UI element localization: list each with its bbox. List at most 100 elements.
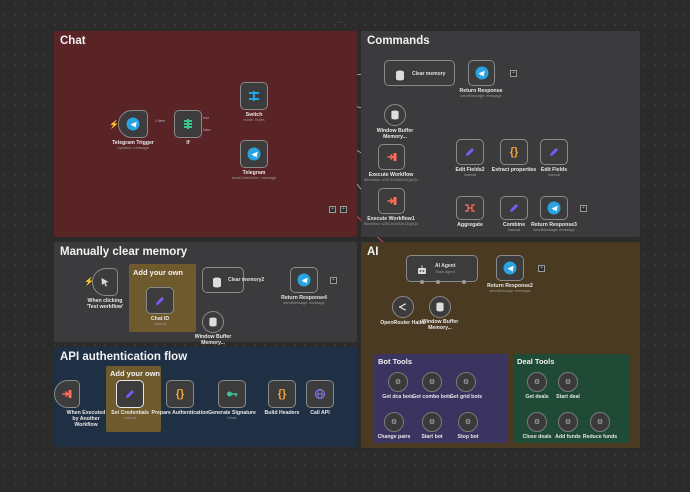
aggregate-icon — [464, 203, 476, 213]
node-label: When clicking 'Test workflow' — [86, 298, 124, 310]
edit-fields2-node[interactable] — [456, 139, 484, 165]
node-subtitle: Workflow: s2SChGs5ZeJZgAQc — [363, 222, 419, 226]
tool-label: Get combo bots — [412, 394, 452, 400]
return-response3-node[interactable] — [540, 196, 568, 220]
node-label: AI Agent — [435, 263, 456, 269]
node-label: Window Buffer Memory... — [194, 334, 232, 346]
node-label: Build Headers — [264, 410, 300, 416]
tool-icon: ⚙ — [564, 419, 572, 426]
tool-node[interactable]: ⚙ — [558, 412, 578, 432]
node-label: Edit Fields2 — [455, 167, 485, 173]
item-count: 1 item — [154, 119, 166, 123]
code-braces-icon: {} — [175, 388, 185, 400]
execute-workflow-icon — [386, 196, 397, 206]
tool-node[interactable]: ⚙ — [527, 372, 547, 392]
node-label: OpenRouter Haiku — [380, 320, 426, 326]
add-node-button[interactable]: + — [340, 206, 347, 213]
execute-workflow1-node[interactable] — [378, 188, 405, 214]
tool-node[interactable]: ⚙ — [384, 412, 404, 432]
extract-properties-node[interactable]: {} — [500, 139, 528, 165]
node-subtitle: sendMessage: message — [489, 289, 531, 293]
connector-dot[interactable] — [462, 280, 466, 284]
clear-memory2-node[interactable] — [202, 267, 244, 293]
node-label: Combine — [502, 222, 526, 228]
ai-agent-node[interactable]: AI Agent Tools Agent — [406, 255, 478, 282]
add-node-button[interactable]: + — [330, 277, 337, 284]
add-node-button[interactable]: + — [329, 206, 336, 213]
node-subtitle: Tools Agent — [435, 270, 455, 274]
connector-dot[interactable] — [436, 280, 440, 284]
tool-icon: ⚙ — [564, 379, 572, 386]
database-icon — [209, 317, 218, 327]
execute-workflow-icon — [386, 152, 397, 162]
node-label: Prepare Authentication — [151, 410, 209, 416]
tool-node[interactable]: ⚙ — [456, 372, 476, 392]
tool-node[interactable]: ⚙ — [388, 372, 408, 392]
top-toolbar-dots[interactable]: ▫ ▫ — [338, 20, 343, 26]
tool-node[interactable]: ⚙ — [527, 412, 547, 432]
node-subtitle: sendChatAction: message — [231, 176, 277, 180]
tool-icon: ⚙ — [462, 379, 470, 386]
tool-icon: ⚙ — [394, 379, 402, 386]
globe-icon — [315, 389, 326, 400]
node-subtitle: manual — [153, 322, 167, 326]
add-node-button[interactable]: + — [510, 70, 517, 77]
tool-node[interactable]: ⚙ — [422, 412, 442, 432]
return-response-node[interactable] — [468, 60, 495, 86]
add-node-button[interactable]: + — [580, 205, 587, 212]
window-buffer-memory3-node[interactable] — [429, 296, 451, 318]
tool-node[interactable]: ⚙ — [422, 372, 442, 392]
chat-id-node[interactable] — [146, 287, 174, 314]
sticky-title: Add your own — [133, 268, 183, 277]
tool-node[interactable]: ⚙ — [558, 372, 578, 392]
pencil-icon — [509, 203, 519, 213]
build-headers-node[interactable]: {} — [268, 380, 296, 408]
tool-icon: ⚙ — [390, 419, 398, 426]
window-buffer-memory2-node[interactable] — [202, 311, 224, 333]
telegram-icon — [126, 117, 140, 131]
aggregate-node[interactable] — [456, 196, 484, 220]
window-buffer-memory-node[interactable] — [384, 104, 406, 126]
telegram-icon — [503, 261, 517, 275]
trigger-bolt-icon: ⚡ — [84, 277, 94, 286]
tool-node[interactable]: ⚙ — [458, 412, 478, 432]
call-api-node[interactable] — [306, 380, 334, 408]
node-label: Extract properties — [491, 167, 537, 173]
pencil-icon — [465, 147, 475, 157]
node-subtitle: sendMessage: message — [283, 301, 325, 305]
return-response4-node[interactable] — [290, 267, 318, 293]
openrouter-node[interactable] — [392, 296, 414, 318]
clear-memory-node[interactable]: Clear memory — [384, 60, 455, 86]
tool-label: Change pairs — [377, 434, 411, 440]
if-icon — [182, 118, 194, 130]
telegram-trigger-node[interactable] — [118, 110, 148, 138]
node-label: Aggregate — [457, 222, 483, 228]
group-title: Commands — [367, 35, 430, 47]
connector-dot[interactable] — [420, 280, 424, 284]
node-label: When Executed by Another Workflow — [66, 410, 106, 428]
database-icon — [391, 110, 400, 120]
node-label: Return Response2 — [487, 283, 533, 289]
prepare-auth-node[interactable]: {} — [166, 380, 194, 408]
robot-icon — [416, 263, 428, 281]
exec-by-workflow-node[interactable] — [54, 380, 80, 408]
node-label: Clear memory — [412, 71, 446, 77]
generate-signature-node[interactable] — [218, 380, 246, 408]
node-subtitle: manual — [123, 416, 137, 420]
group-title: Manually clear memory — [60, 246, 188, 258]
edit-fields-node[interactable] — [540, 139, 568, 165]
switch-node[interactable] — [240, 82, 268, 110]
manual-trigger-node[interactable] — [92, 268, 118, 296]
tool-node[interactable]: ⚙ — [590, 412, 610, 432]
if-node[interactable] — [174, 110, 202, 138]
group-title: AI — [367, 246, 379, 258]
combine-node[interactable] — [500, 196, 528, 220]
trigger-bolt-icon: ⚡ — [109, 120, 119, 129]
add-node-button[interactable]: + — [538, 265, 545, 272]
set-credentials-node[interactable] — [116, 380, 144, 408]
execute-workflow-node[interactable] — [378, 144, 405, 170]
telegram-node[interactable] — [240, 140, 268, 168]
return-response2-node[interactable] — [496, 255, 524, 281]
branch-label-false: false — [203, 128, 211, 132]
node-label: Window Buffer Memory... — [376, 128, 414, 140]
